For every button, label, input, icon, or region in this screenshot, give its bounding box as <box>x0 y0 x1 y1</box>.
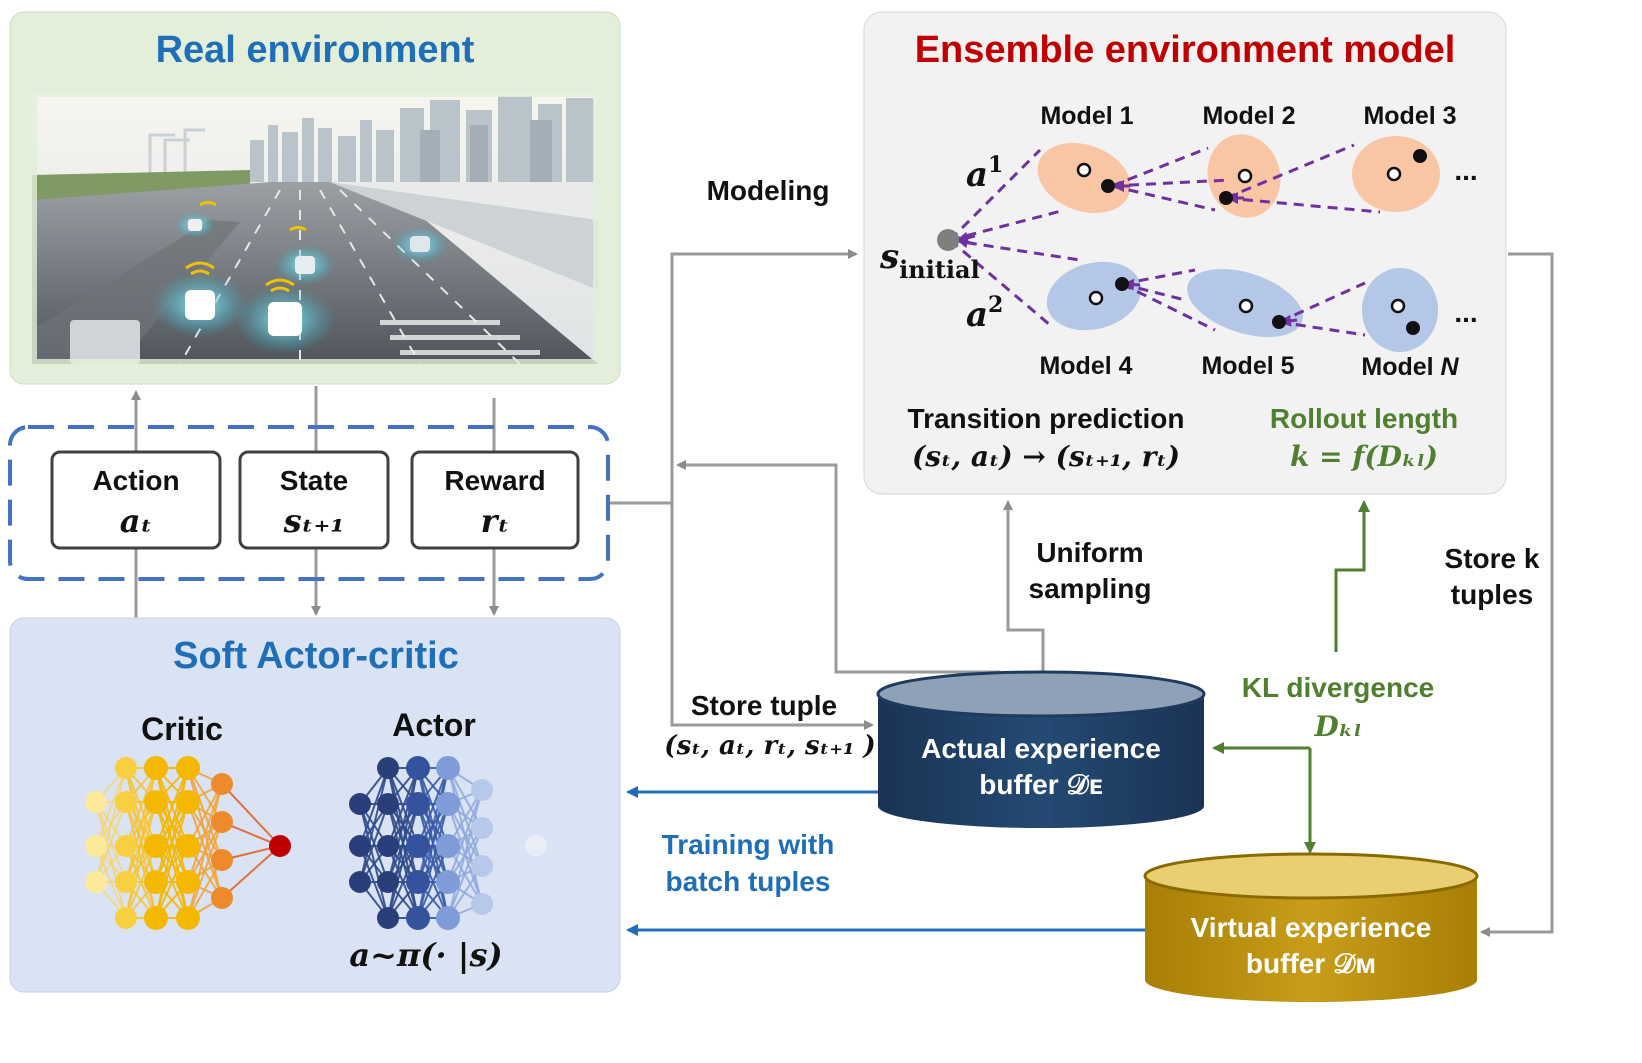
initial-state-point <box>937 229 959 251</box>
initial-state-label: sinitial <box>879 237 980 284</box>
ensemble-model-panel: Ensemble environment model Model 1 Model… <box>863 11 1507 495</box>
reward-symbol: rₜ <box>481 502 510 540</box>
action-label: Action <box>92 465 179 496</box>
model-n-label: Model N <box>1361 353 1459 381</box>
action-box <box>50 450 222 550</box>
training-arrows <box>626 786 1145 936</box>
prediction-feedback-arrow <box>676 460 1000 674</box>
virtual-buffer: Virtual experience buffer 𝒟ᴍ <box>1143 852 1479 1002</box>
ellipsis-top: ... <box>1454 155 1477 186</box>
action-2-label: a2 <box>966 292 1003 335</box>
uniform-sampling-arrow <box>1003 500 1045 678</box>
action-symbol: aₜ <box>120 502 153 540</box>
virtual-buffer-line1: Virtual experience <box>1191 912 1432 943</box>
actual-buffer: Actual experience buffer 𝒟ᴇ <box>876 670 1206 828</box>
training-label-line2: batch tuples <box>666 866 831 897</box>
model-2-label: Model 2 <box>1202 102 1295 130</box>
real-environment-panel: Real environment <box>9 11 621 385</box>
kl-divergence-symbol: Dₖₗ <box>1313 710 1361 743</box>
store-k-line1: Store k <box>1445 543 1540 574</box>
modeling-arrow <box>670 249 858 503</box>
gray-flow-lines <box>131 249 1554 937</box>
critic-label: Critic <box>141 711 223 747</box>
critic-network <box>85 756 291 930</box>
store-tuple-arrow <box>670 503 874 730</box>
training-label-line1: Training with <box>662 829 835 860</box>
modeling-label: Modeling <box>707 175 830 206</box>
sample-points <box>937 149 1427 335</box>
actual-buffer-line2: buffer 𝒟ᴇ <box>979 769 1102 800</box>
state-symbol: sₜ₊₁ <box>283 502 345 540</box>
rollout-lines <box>948 143 1381 337</box>
store-tuple-label: Store tuple <box>691 690 837 721</box>
model-5-label: Model 5 <box>1201 352 1294 380</box>
store-k-tuples-arrow <box>1480 252 1554 937</box>
uniform-sampling-line2: sampling <box>1029 573 1152 604</box>
transition-formula: (sₜ, aₜ) → (sₜ₊₁, rₜ) <box>912 440 1180 473</box>
transition-title: Transition prediction <box>908 403 1185 434</box>
action-1-label: a1 <box>966 152 1003 195</box>
store-k-line2: tuples <box>1451 579 1533 610</box>
model-4-label: Model 4 <box>1039 352 1132 380</box>
state-box <box>238 450 390 550</box>
rollout-formula: k = f(Dₖₗ) <box>1290 440 1438 473</box>
rollout-title: Rollout length <box>1270 403 1458 434</box>
kl-lines <box>1212 500 1370 854</box>
sac-title: Soft Actor-critic <box>173 635 459 677</box>
state-label: State <box>280 465 348 496</box>
uniform-sampling-line1: Uniform <box>1036 537 1143 568</box>
model-1-label: Model 1 <box>1040 102 1133 130</box>
ensemble-model-title: Ensemble environment model <box>915 29 1456 71</box>
sac-panel: Soft Actor-critic Critic Actor a~π(· |s) <box>9 617 621 993</box>
signals-group: Action aₜ State sₜ₊₁ Reward rₜ <box>8 425 610 581</box>
actual-buffer-line1: Actual experience <box>921 733 1161 764</box>
actor-label: Actor <box>392 707 476 743</box>
reward-label: Reward <box>444 465 545 496</box>
virtual-buffer-line2: buffer 𝒟ᴍ <box>1246 948 1376 979</box>
policy-formula: a~π(· |s) <box>349 936 502 974</box>
highway-image <box>27 87 603 369</box>
reward-box <box>410 450 580 550</box>
kl-to-rollout-arrow <box>1334 500 1370 652</box>
kl-divergence-label: KL divergence <box>1242 672 1434 703</box>
real-environment-title: Real environment <box>156 29 475 71</box>
ellipsis-bottom: ... <box>1454 297 1477 328</box>
store-tuple-formula: (sₜ, aₜ, rₜ, sₜ₊₁ ) <box>664 731 875 761</box>
model-1-distribution <box>1037 142 1131 214</box>
actor-network <box>349 756 547 930</box>
model-3-label: Model 3 <box>1363 102 1456 130</box>
